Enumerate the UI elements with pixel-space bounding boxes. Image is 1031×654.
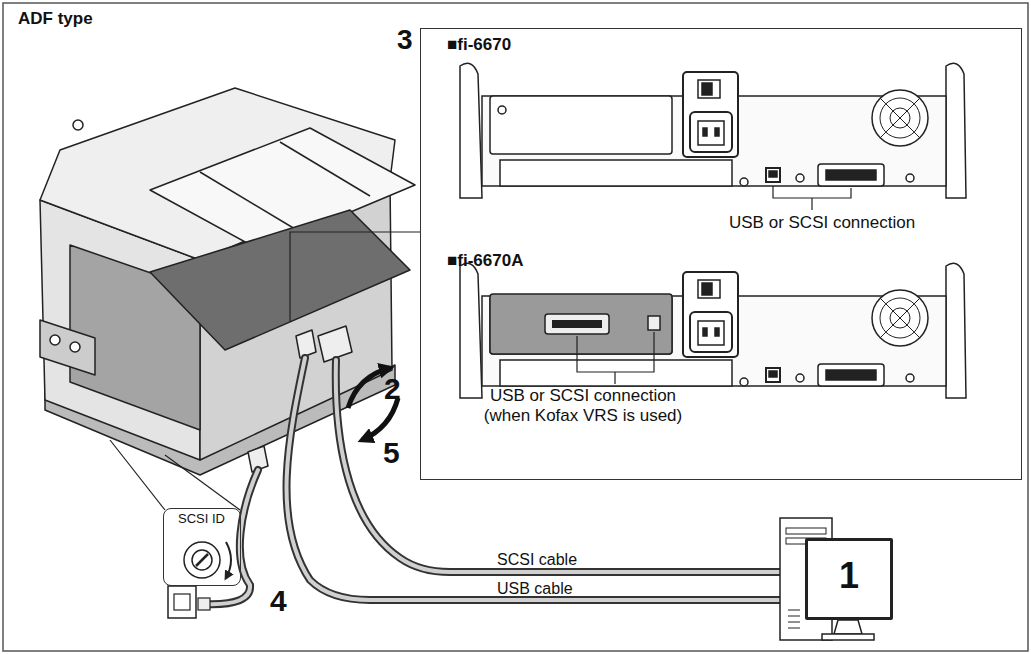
leader-line [290,232,420,322]
leader-line [165,455,240,510]
back-panel [460,63,966,198]
vents [788,610,800,628]
scsi-port-inner [826,170,876,180]
scsi-port [545,314,609,334]
model-heading: ■fi-6670 [447,35,511,55]
wall-outlet [168,586,196,618]
callout-title: SCSI ID [164,512,239,527]
monitor-screen: 1 [805,538,893,620]
inset-panel: ■fi-6670USB or SCSI connection ■fi-6670A U… [420,28,1022,480]
screw [73,120,83,130]
screw [740,178,748,186]
fan-ring [880,98,920,138]
stacker [150,210,410,350]
scanner [40,88,415,475]
socket-inner [698,121,724,145]
outlet-socket [174,594,190,610]
power-switch [698,80,720,98]
socket [690,112,732,152]
callout-number: 5 [383,436,400,471]
screw [906,174,914,182]
cables [204,358,782,604]
fan-grill [880,98,920,138]
monitor-stand [834,620,862,634]
frame [3,3,1028,651]
cable-label: SCSI cable [497,551,577,569]
panel-button [50,335,60,345]
leader-line [110,440,165,510]
callout-number: 1 [808,555,890,596]
usb-cable [287,358,782,600]
power-inlet [683,72,738,157]
chute-guide [280,142,370,196]
operator-panel [40,320,95,375]
switch-rocker [702,83,712,95]
usb-port [648,316,660,330]
pin [715,128,719,136]
dial [184,542,220,578]
pin [703,128,707,136]
cover-plate [490,96,672,154]
scsi-port-inner [552,320,602,328]
usb-cable-fill [287,358,782,600]
port-bracket [773,186,851,210]
callout-number: 2 [384,372,401,407]
screw [796,174,804,182]
scsi-cable [336,360,782,572]
lower-bar [500,160,732,186]
scsi-cable-fill [336,360,782,572]
dial-knob [192,550,212,570]
dial-arrow [226,542,231,578]
dial-pointer [196,554,208,566]
drive-bay [786,528,826,534]
bracket [460,63,482,198]
power-plug [198,598,210,610]
usb-plug [296,330,316,358]
connection-label: USB or SCSI connection [729,213,915,233]
scsi-id-callout: SCSI ID [163,508,241,586]
cable-label: USB cable [497,580,573,598]
usb-port [766,168,780,182]
vrs-plate [490,294,672,354]
fan [872,90,928,146]
chute-guide [200,172,300,232]
diagram-title: ADF type [18,9,93,29]
back-panel [460,263,966,398]
screw [498,106,506,114]
callout-number: 3 [397,24,413,56]
usb-port-inner [769,171,777,177]
monitor-base [822,634,874,640]
connection-label: USB or SCSI connection (when Kofax VRS i… [471,386,695,425]
open-arrow [348,368,390,408]
callout-number: 4 [270,584,287,619]
model-heading: ■fi-6670A [447,251,523,271]
port-bracket [577,332,654,384]
scsi-port [818,164,884,186]
bracket [946,63,966,198]
panel-button [70,342,80,352]
